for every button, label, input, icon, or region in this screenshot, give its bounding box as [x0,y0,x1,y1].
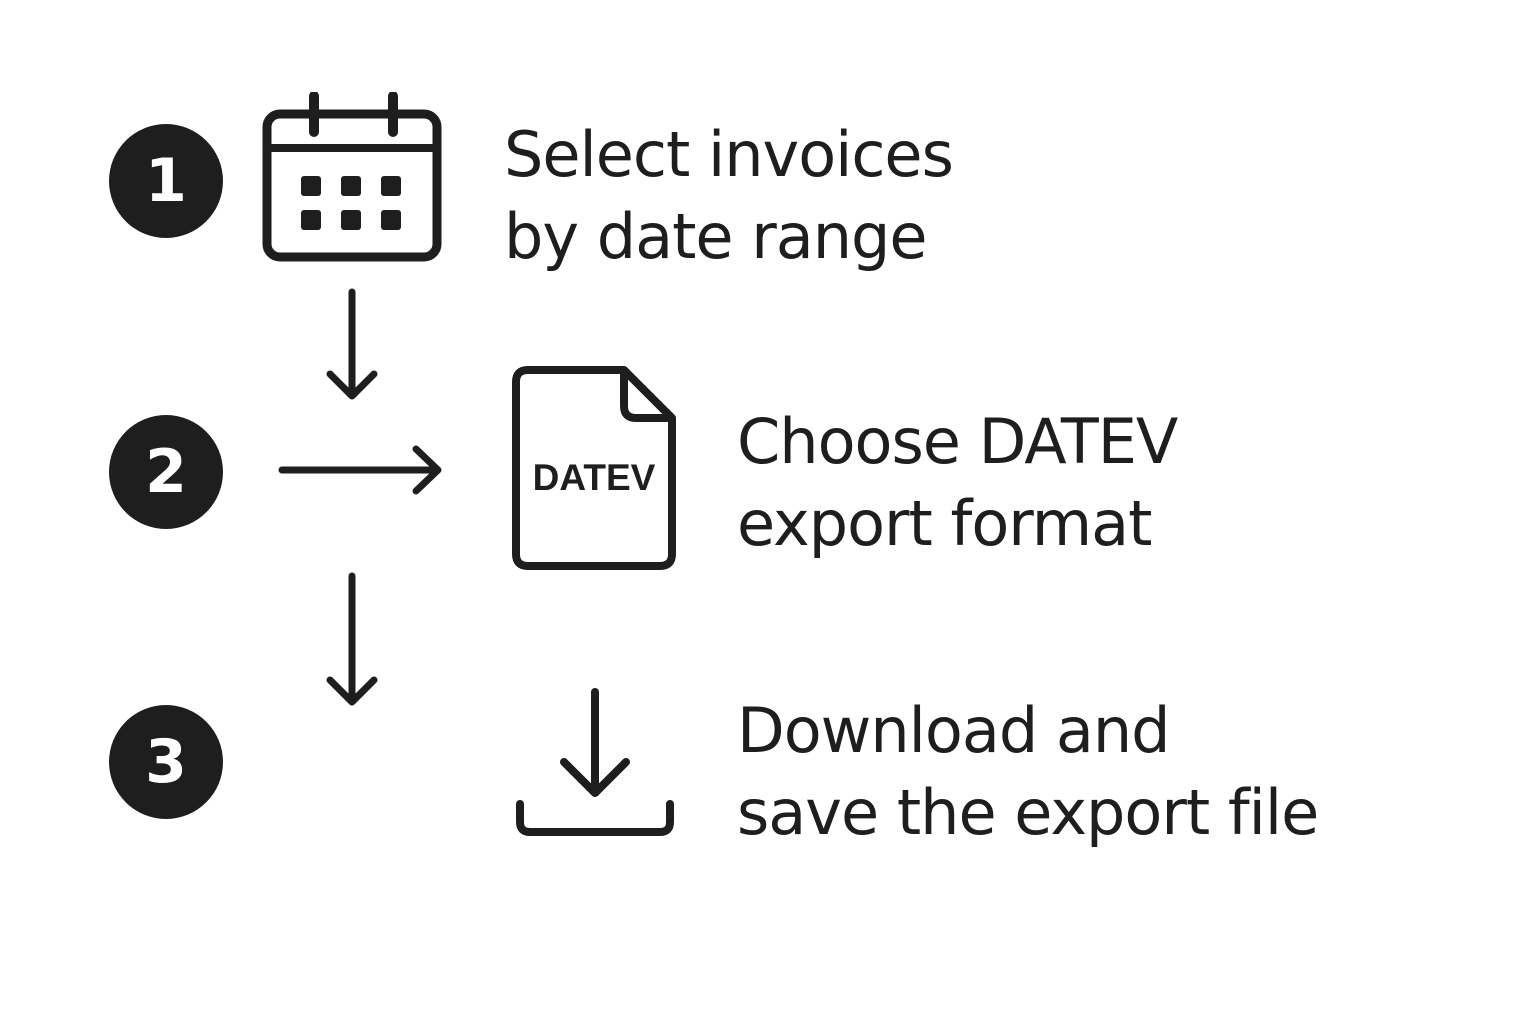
step-2-badge: 2 [109,415,223,529]
step-3-line-2: save the export file [737,776,1319,849]
arrow-down-icon [322,572,382,712]
document-icon: DATEV [508,364,680,576]
download-icon [510,686,680,841]
step-1-line-2: by date range [504,200,928,273]
datev-label: DATEV [533,457,656,498]
step-3-line-1: Download and [737,694,1171,767]
step-1-badge: 1 [109,124,223,238]
step-3-text: Download and save the export file [737,690,1319,854]
arrow-down-icon [322,288,382,403]
arrow-right-icon [274,443,449,497]
step-3-badge: 3 [109,705,223,819]
calendar-icon [258,92,448,267]
step-2-line-2: export format [737,487,1152,560]
step-1-text: Select invoices by date range [504,114,954,278]
step-1-line-1: Select invoices [504,118,954,191]
step-2-text: Choose DATEV export format [737,401,1178,565]
step-2-line-1: Choose DATEV [737,405,1178,478]
